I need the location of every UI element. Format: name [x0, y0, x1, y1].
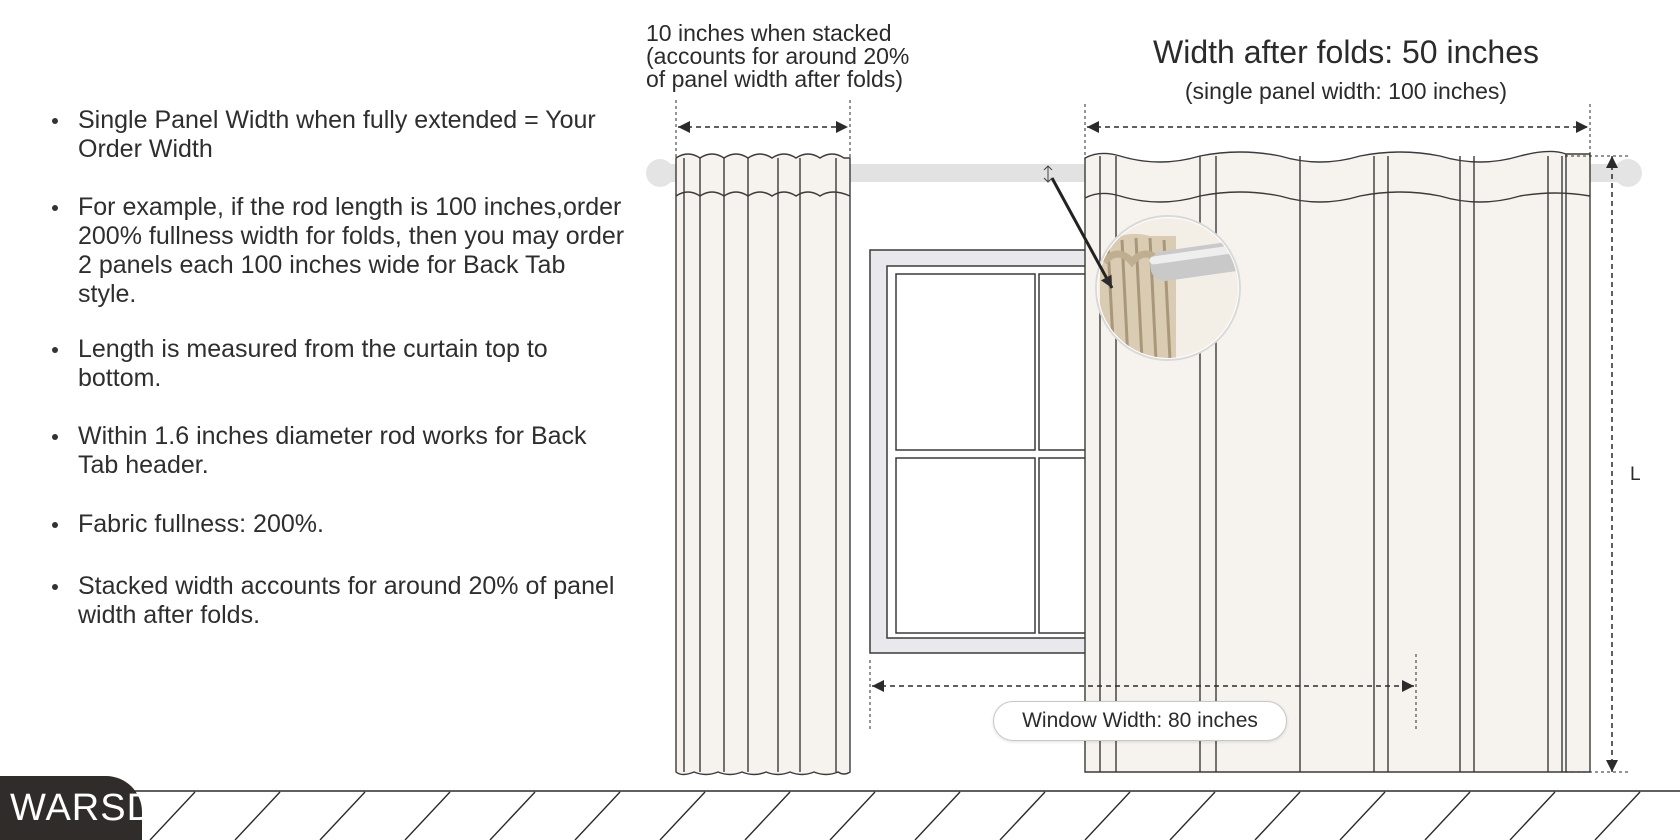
window-width-label: Window Width: 80 inches — [993, 701, 1287, 741]
bullet-text: For example, if the rod length is 100 in… — [78, 193, 625, 308]
bullet-rod-diameter: Within 1.6 inches diameter rod works for… — [50, 422, 630, 480]
stacked-curtain-panel — [675, 153, 851, 776]
bullet-text: Within 1.6 inches diameter rod works for… — [78, 422, 587, 479]
bullet-text: Stacked width accounts for around 20% of… — [78, 572, 615, 629]
stacked-note-line: 10 inches when stacked — [646, 20, 892, 46]
brand-logo: WARSD — [0, 776, 154, 840]
single-panel-width-subtitle: (single panel width: 100 inches) — [1184, 78, 1508, 104]
length-dimension-label: L — [1630, 464, 1641, 485]
bullet-text: Fabric fullness: 200%. — [78, 510, 324, 538]
bullet-panel-width: Single Panel Width when fully extended =… — [50, 106, 630, 164]
window-width-text: Window Width: 80 inches — [1022, 709, 1258, 732]
width-after-folds-title: Width after folds: 50 inches — [1153, 34, 1539, 70]
window — [869, 249, 1100, 654]
bullet-text: Single Panel Width when fully extended =… — [78, 106, 596, 163]
bullet-fullness-example: For example, if the rod length is 100 in… — [50, 193, 630, 309]
feature-bullet-list: Single Panel Width when fully extended =… — [50, 106, 630, 630]
bullet-text: Length is measured from the curtain top … — [78, 335, 548, 392]
back-tab-detail-zoom — [1095, 215, 1241, 361]
floor — [0, 790, 1680, 840]
bullet-length: Length is measured from the curtain top … — [50, 335, 630, 393]
stacked-width-note: 10 inches when stacked (accounts for aro… — [646, 22, 946, 91]
detail-pointer — [1043, 165, 1114, 289]
brand-name: WARSD — [10, 786, 156, 829]
dimension-lines — [675, 100, 1628, 773]
bullet-fabric-fullness: Fabric fullness: 200%. — [50, 510, 630, 539]
stacked-note-line: of panel width after folds) — [646, 66, 903, 92]
stacked-note-line: (accounts for around 20% — [646, 43, 910, 69]
bullet-stacked-width: Stacked width accounts for around 20% of… — [50, 572, 630, 630]
